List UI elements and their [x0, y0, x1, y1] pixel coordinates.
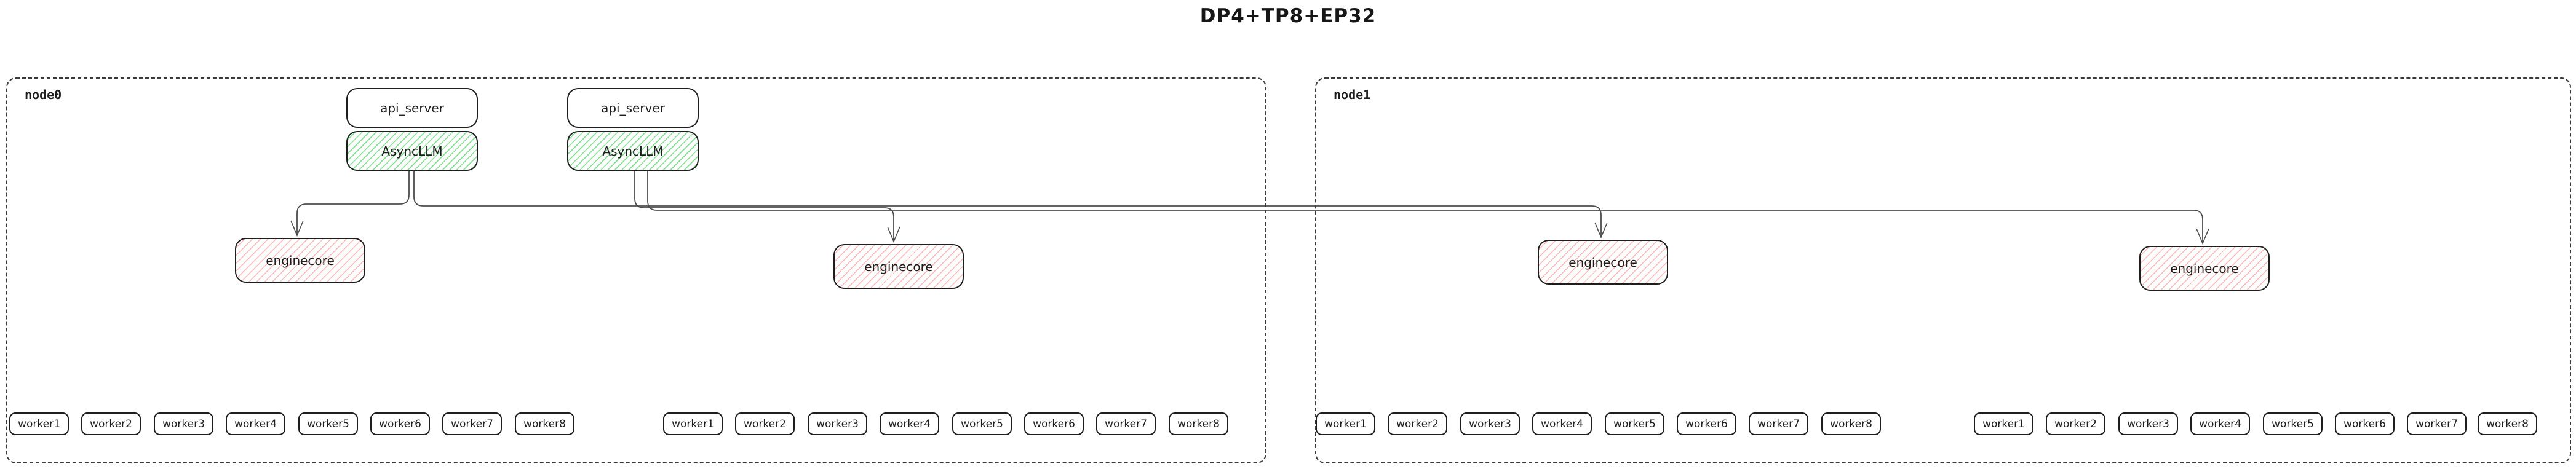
worker-box[interactable]: worker1 — [1316, 412, 1375, 435]
enginecore-label: enginecore — [864, 259, 933, 274]
enginecore-box-1[interactable]: enginecore — [235, 238, 365, 283]
worker-box[interactable]: worker3 — [154, 412, 213, 435]
worker-label: worker7 — [1105, 417, 1147, 430]
worker-box[interactable]: worker6 — [370, 412, 430, 435]
worker-label: worker4 — [1541, 417, 1583, 430]
worker-label: worker3 — [1469, 417, 1511, 430]
api-server-box-2[interactable]: api_server — [567, 88, 699, 128]
worker-label: worker5 — [2272, 417, 2314, 430]
asyncllm-box-1[interactable]: AsyncLLM — [346, 131, 478, 171]
worker-label: worker1 — [18, 417, 60, 430]
worker-label: worker5 — [307, 417, 349, 430]
worker-box[interactable]: worker7 — [442, 412, 502, 435]
worker-box[interactable]: worker6 — [1677, 412, 1736, 435]
worker-label: worker3 — [162, 417, 205, 430]
worker-label: worker4 — [888, 417, 931, 430]
worker-box[interactable]: worker2 — [1388, 412, 1447, 435]
api-server-box-1[interactable]: api_server — [346, 88, 478, 128]
enginecore-box-2[interactable]: enginecore — [833, 244, 964, 289]
worker-box[interactable]: worker7 — [1749, 412, 1808, 435]
asyncllm-box-2[interactable]: AsyncLLM — [567, 131, 699, 171]
worker-box[interactable]: worker4 — [880, 412, 939, 435]
worker-box[interactable]: worker8 — [1169, 412, 1228, 435]
worker-box[interactable]: worker3 — [808, 412, 867, 435]
worker-box[interactable]: worker6 — [1024, 412, 1084, 435]
worker-label: worker3 — [816, 417, 859, 430]
diagram-title: DP4+TP8+EP32 — [1199, 5, 1377, 27]
worker-box[interactable]: worker8 — [1821, 412, 1881, 435]
worker-box[interactable]: worker5 — [2263, 412, 2323, 435]
worker-box[interactable]: worker7 — [2407, 412, 2467, 435]
worker-box[interactable]: worker4 — [226, 412, 285, 435]
cluster-node1: node1 — [1315, 77, 2571, 463]
worker-label: worker4 — [2199, 417, 2241, 430]
enginecore-label: enginecore — [266, 253, 335, 268]
worker-box[interactable]: worker3 — [1460, 412, 1520, 435]
worker-label: worker8 — [1830, 417, 1872, 430]
worker-box[interactable]: worker5 — [952, 412, 1012, 435]
api-server-label: api_server — [601, 100, 665, 116]
enginecore-box-3[interactable]: enginecore — [1538, 240, 1668, 285]
worker-label: worker6 — [2343, 417, 2386, 430]
api-server-label: api_server — [380, 100, 444, 116]
worker-label: worker7 — [1757, 417, 1800, 430]
worker-label: worker4 — [234, 417, 277, 430]
worker-label: worker6 — [1033, 417, 1075, 430]
worker-box[interactable]: worker1 — [1974, 412, 2033, 435]
worker-label: worker2 — [90, 417, 132, 430]
worker-label: worker1 — [1324, 417, 1367, 430]
worker-label: worker3 — [2127, 417, 2169, 430]
worker-box[interactable]: worker8 — [2478, 412, 2537, 435]
worker-label: worker2 — [2054, 417, 2097, 430]
worker-box[interactable]: worker4 — [1532, 412, 1592, 435]
worker-label: worker2 — [1396, 417, 1439, 430]
worker-box[interactable]: worker2 — [81, 412, 141, 435]
enginecore-label: enginecore — [2170, 261, 2239, 276]
worker-box[interactable]: worker5 — [1605, 412, 1664, 435]
worker-box[interactable]: worker5 — [298, 412, 358, 435]
worker-box[interactable]: worker1 — [9, 412, 69, 435]
cluster-node0: node0 — [6, 77, 1266, 463]
worker-label: worker6 — [1685, 417, 1728, 430]
enginecore-label: enginecore — [1568, 254, 1637, 270]
worker-label: worker8 — [523, 417, 566, 430]
worker-box[interactable]: worker6 — [2335, 412, 2395, 435]
worker-box[interactable]: worker3 — [2118, 412, 2178, 435]
worker-box[interactable]: worker7 — [1096, 412, 1156, 435]
worker-box[interactable]: worker2 — [2046, 412, 2105, 435]
asyncllm-label: AsyncLLM — [602, 143, 664, 159]
worker-label: worker7 — [451, 417, 493, 430]
cluster-node1-label: node1 — [1334, 87, 1371, 102]
worker-label: worker6 — [379, 417, 421, 430]
worker-label: worker8 — [1177, 417, 1220, 430]
worker-label: worker7 — [2415, 417, 2458, 430]
worker-label: worker1 — [1982, 417, 2025, 430]
worker-label: worker5 — [961, 417, 1003, 430]
asyncllm-label: AsyncLLM — [381, 143, 443, 159]
worker-label: worker1 — [672, 417, 714, 430]
worker-box[interactable]: worker2 — [735, 412, 795, 435]
worker-label: worker2 — [744, 417, 786, 430]
worker-label: worker5 — [1613, 417, 1656, 430]
worker-label: worker8 — [2486, 417, 2529, 430]
cluster-node0-label: node0 — [25, 87, 62, 102]
worker-box[interactable]: worker8 — [515, 412, 574, 435]
worker-box[interactable]: worker1 — [663, 412, 723, 435]
worker-box[interactable]: worker4 — [2190, 412, 2250, 435]
enginecore-box-4[interactable]: enginecore — [2139, 246, 2270, 291]
